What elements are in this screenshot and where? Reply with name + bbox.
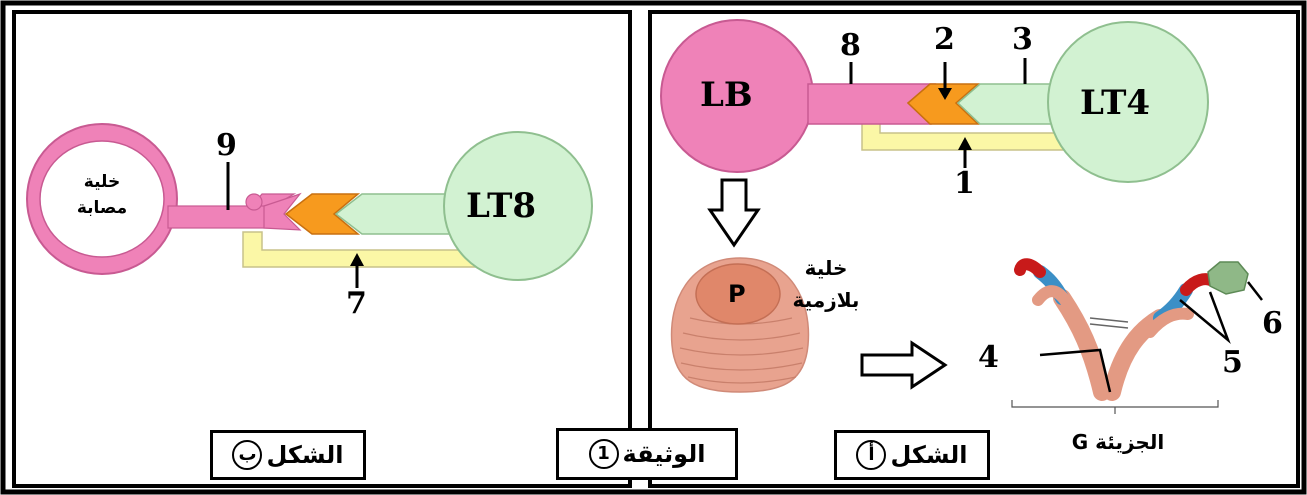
number-4: 4 <box>978 340 999 375</box>
plasma-cell-label-2: بلازمية <box>792 288 860 312</box>
lt8-cell <box>443 131 593 281</box>
hollow-arrow-down <box>707 178 761 248</box>
number-7: 7 <box>346 286 367 321</box>
document-word: الوثيقة <box>622 440 706 468</box>
green-receptor-3 <box>956 83 1063 125</box>
antibody-g <box>1014 258 1220 401</box>
orange-antigen-b <box>284 193 361 235</box>
lt8-cell-label: LT8 <box>466 186 537 226</box>
green-receptor-b <box>334 193 459 235</box>
antigen-6 <box>1207 261 1249 295</box>
figure-b-word: الشكل <box>266 441 344 469</box>
number-3: 3 <box>1012 22 1033 57</box>
number-2: 2 <box>934 22 955 57</box>
plasma-cell <box>670 257 810 393</box>
plasma-cell-label-1: خلية <box>804 256 848 280</box>
figure-a-label: الشكل أ <box>834 430 990 480</box>
plasma-nucleus <box>695 263 781 325</box>
number-9: 9 <box>216 128 237 163</box>
hollow-arrow-right <box>860 340 948 390</box>
number-1: 1 <box>954 166 975 201</box>
figure-b-label: الشكل ب <box>210 430 366 480</box>
lt4-cell-label: LT4 <box>1080 83 1151 123</box>
infected-cell-label-2: مصابة <box>76 198 128 218</box>
figure-b-letter: ب <box>232 440 263 470</box>
number-6: 6 <box>1262 306 1283 341</box>
number-5: 5 <box>1222 345 1243 380</box>
document-number: 1 <box>588 439 619 469</box>
number-8: 8 <box>840 28 861 63</box>
infected-cell-label-1: خلية <box>83 172 121 192</box>
figure-a-word: الشكل <box>890 441 968 469</box>
plasma-nucleus-label: P <box>728 280 746 308</box>
figure-a-letter: أ <box>856 440 887 470</box>
document-label: الوثيقة 1 <box>556 428 738 480</box>
lb-cell-label: LB <box>700 75 753 115</box>
orange-antigen-2 <box>906 83 981 125</box>
lt4-cell <box>1047 21 1209 183</box>
molecule-g-label: الجزيئة G <box>1071 430 1165 454</box>
